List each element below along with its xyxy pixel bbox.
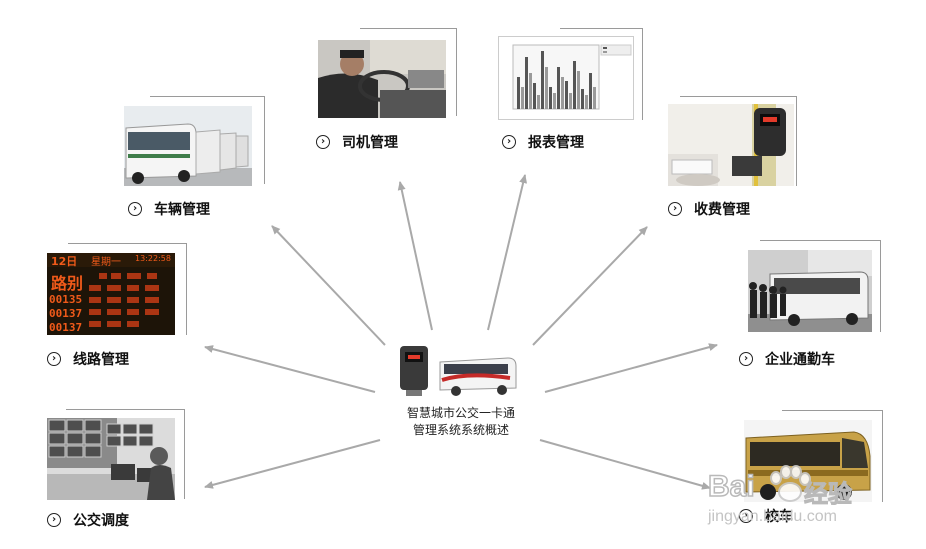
route-board-header-time: 13:22:58	[135, 254, 171, 263]
node-label-dispatch-text: 公交调度	[73, 513, 129, 529]
route-board-header-mid: 星期一	[91, 257, 121, 268]
frame-line	[264, 96, 265, 184]
node-label-fee[interactable]: › 收费管理	[668, 199, 750, 219]
route-board-row: 00137	[49, 321, 83, 334]
chevron-right-circle-icon: ›	[47, 352, 61, 366]
node-label-route-text: 线路管理	[73, 352, 129, 368]
frame-line	[66, 409, 184, 410]
route-board-header-left: 12日	[51, 255, 78, 268]
watermark-url: jingyan.baidu.com	[708, 508, 837, 525]
frame-line	[880, 240, 881, 332]
route-board-row: 00135	[49, 293, 83, 306]
arrow-to-commute	[544, 343, 718, 393]
route-board-photo: 12日 星期一 13:22:58 路别 00135 00137 00137	[47, 253, 175, 335]
frame-line	[456, 28, 457, 116]
node-label-school[interactable]: › 校车	[739, 506, 793, 526]
node-label-report-text: 报表管理	[528, 135, 584, 151]
fee-card-reader-photo	[668, 104, 794, 186]
node-label-vehicle[interactable]: › 车辆管理	[128, 199, 210, 219]
watermark: Bai 经验 jingyan.baidu.com	[704, 462, 894, 534]
paw-watermark-icon	[770, 465, 811, 502]
vehicle-photo	[124, 106, 252, 186]
chevron-right-circle-icon: ›	[128, 202, 142, 216]
dispatch-center-photo	[47, 418, 175, 500]
frame-line	[760, 240, 880, 241]
node-label-commute[interactable]: › 企业通勤车	[739, 349, 835, 369]
center-title-line1: 智慧城市公交一卡通	[406, 406, 515, 420]
arrow-to-dispatch	[204, 439, 381, 489]
chevron-right-circle-icon: ›	[47, 513, 61, 527]
node-label-route[interactable]: › 线路管理	[47, 349, 129, 369]
frame-line	[882, 410, 883, 502]
chevron-right-circle-icon: ›	[502, 135, 516, 149]
node-label-fee-text: 收费管理	[694, 202, 750, 218]
chevron-right-circle-icon: ›	[316, 135, 330, 149]
route-board-row: 00137	[49, 307, 83, 320]
frame-line	[150, 96, 264, 97]
center-node	[398, 340, 518, 402]
frame-line	[796, 96, 797, 186]
arrow-to-vehicle	[271, 225, 386, 346]
frame-line	[184, 409, 185, 499]
card-reader-and-bus-icon	[400, 346, 517, 396]
frame-line	[186, 243, 187, 335]
frame-line	[782, 410, 882, 411]
center-title-line2: 管理系统系统概述	[412, 423, 509, 437]
arrow-to-route	[204, 345, 376, 393]
arrow-to-fee	[532, 226, 648, 346]
arrow-to-school	[539, 439, 711, 490]
frame-line	[68, 243, 186, 244]
node-label-driver-text: 司机管理	[342, 135, 398, 151]
watermark-brand-2: 经验	[804, 480, 853, 509]
node-label-vehicle-text: 车辆管理	[154, 202, 210, 218]
watermark-brand: Bai	[707, 469, 755, 504]
frame-line	[680, 96, 796, 97]
school-bus-photo	[744, 420, 872, 502]
frame-line	[360, 28, 456, 29]
node-label-commute-text: 企业通勤车	[765, 352, 835, 368]
arrow-to-report	[487, 174, 528, 331]
node-label-driver[interactable]: › 司机管理	[316, 132, 398, 152]
chevron-right-circle-icon: ›	[739, 509, 753, 523]
commute-bus-photo	[748, 250, 872, 332]
node-label-dispatch[interactable]: › 公交调度	[47, 510, 129, 530]
arrow-to-driver	[397, 181, 433, 331]
report-chart-thumbnail	[498, 36, 634, 120]
chevron-right-circle-icon: ›	[668, 202, 682, 216]
frame-line	[560, 28, 642, 29]
node-label-report[interactable]: › 报表管理	[502, 132, 584, 152]
center-title: 智慧城市公交一卡通 管理系统系统概述	[386, 405, 536, 439]
frame-line	[642, 28, 643, 120]
driver-photo	[318, 40, 446, 118]
route-board-col1: 路别	[51, 274, 84, 293]
chevron-right-circle-icon: ›	[739, 352, 753, 366]
node-label-school-text: 校车	[765, 509, 793, 525]
